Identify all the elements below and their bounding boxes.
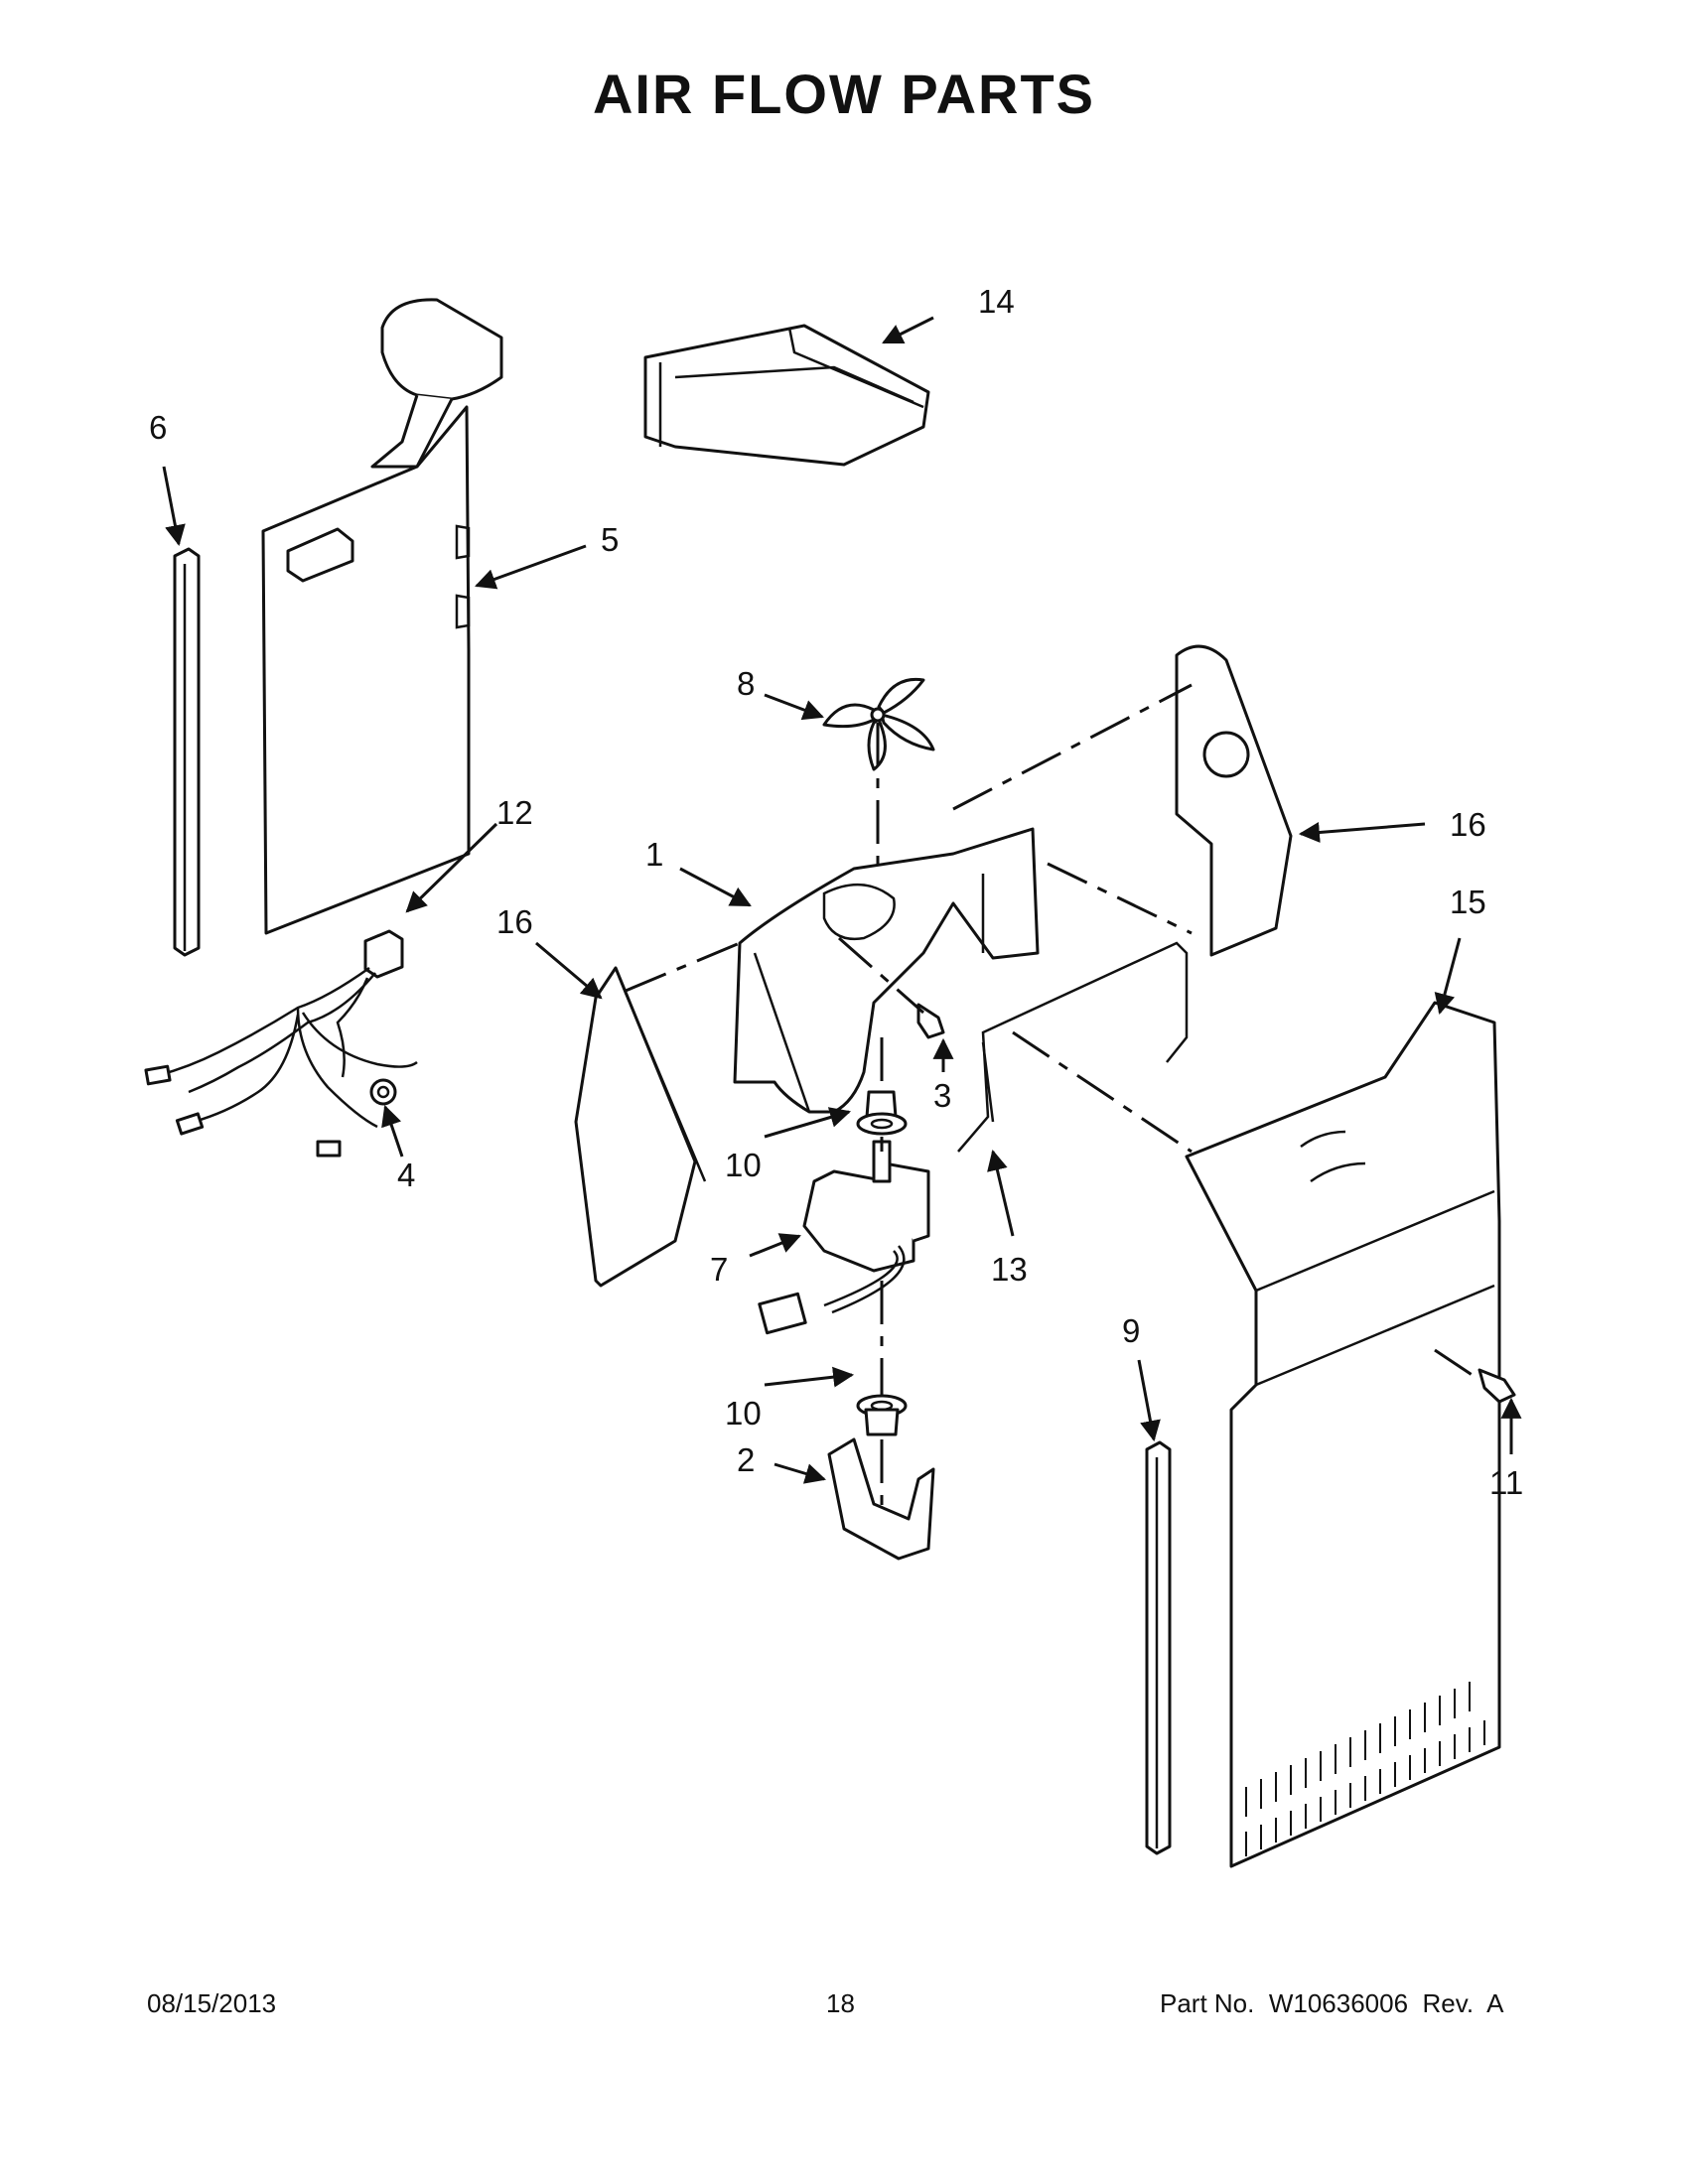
part-number-label: Part No. bbox=[1160, 1988, 1255, 2018]
callout-10-upper: 10 bbox=[725, 1147, 762, 1183]
callout-10-lower: 10 bbox=[725, 1395, 762, 1432]
grommet-lower-part bbox=[856, 1394, 908, 1436]
footer-part-number: Part No. W10636006 Rev. A bbox=[1160, 1988, 1503, 2019]
fan-blade-part bbox=[822, 677, 935, 771]
wire-retainer-part bbox=[957, 941, 1189, 1153]
evaporator-cover-part bbox=[1185, 1001, 1501, 1868]
seal-left-part bbox=[173, 547, 201, 957]
top-duct-cover-part bbox=[643, 324, 930, 467]
leader-arrows bbox=[162, 316, 1522, 1484]
callout-16-right: 16 bbox=[1450, 806, 1486, 843]
vent-slots bbox=[1245, 1682, 1485, 1856]
alignment-lines bbox=[625, 683, 1480, 1509]
callout-2: 2 bbox=[737, 1441, 755, 1478]
wire-harness-part bbox=[144, 929, 418, 1158]
callout-15: 14 bbox=[978, 283, 1015, 320]
revision-label: Rev. bbox=[1422, 1988, 1475, 2018]
callout-labels: 6 5 14 8 1 12 16 16 15 3 4 10 7 13 9 10 … bbox=[149, 283, 1523, 1501]
footer-page-number: 18 bbox=[826, 1988, 855, 2018]
callout-5: 5 bbox=[601, 521, 619, 558]
fan-shroud-part bbox=[733, 827, 1040, 1114]
callout-8: 8 bbox=[737, 665, 755, 702]
revision-value: A bbox=[1486, 1988, 1504, 2018]
screw-3-part bbox=[916, 1003, 945, 1039]
side-panel-right-part bbox=[1175, 644, 1293, 957]
motor-bracket-part bbox=[827, 1437, 935, 1561]
part-number-value: W10636006 bbox=[1268, 1988, 1409, 2018]
side-panel-left-part bbox=[574, 966, 707, 1288]
grommet-upper-part bbox=[856, 1090, 908, 1136]
callout-13: 13 bbox=[991, 1251, 1028, 1288]
page-title: AIR FLOW PARTS bbox=[592, 63, 1096, 125]
air-duct-panel-part bbox=[261, 298, 503, 935]
callout-9: 9 bbox=[1122, 1312, 1140, 1349]
seal-right-part bbox=[1145, 1440, 1172, 1855]
callout-3: 3 bbox=[933, 1077, 951, 1114]
callout-1: 1 bbox=[645, 836, 663, 873]
callout-12: 12 bbox=[496, 794, 533, 831]
callout-11: 11 bbox=[1489, 1464, 1523, 1501]
callout-4: 4 bbox=[397, 1157, 415, 1193]
callout-6: 6 bbox=[149, 409, 167, 446]
callout-14: 15 bbox=[1450, 884, 1486, 920]
callout-7: 7 bbox=[710, 1251, 728, 1288]
fan-motor-part bbox=[758, 1140, 930, 1335]
callout-16-left: 16 bbox=[496, 903, 533, 940]
footer-date: 08/15/2013 bbox=[147, 1988, 277, 2018]
